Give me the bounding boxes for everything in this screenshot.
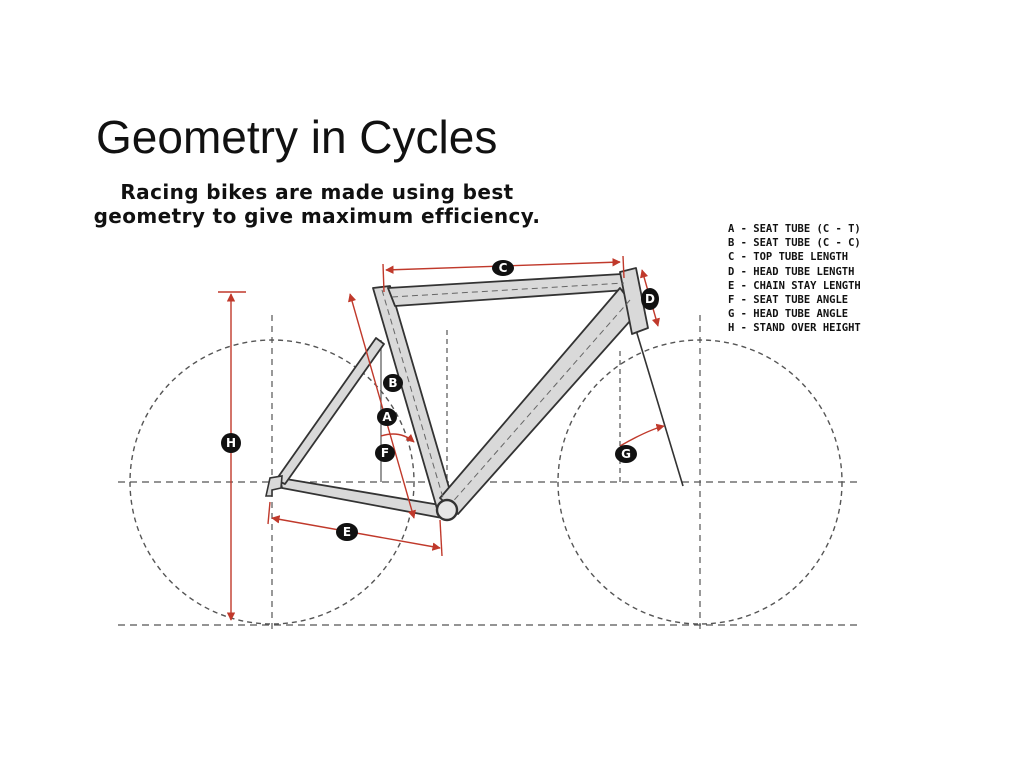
top-tube-centerline — [391, 282, 625, 298]
bottom-bracket — [435, 498, 459, 522]
marker-g: G — [615, 445, 637, 463]
marker-c-label: C — [499, 261, 508, 275]
marker-f-label: F — [381, 446, 389, 460]
marker-c: C — [492, 260, 514, 276]
marker-b: B — [383, 374, 403, 392]
dim-seat-tube — [348, 293, 416, 519]
legend-item-head-tube-length: D - HEAD TUBE LENGTH — [728, 265, 855, 278]
fork — [635, 329, 684, 487]
dim-chain-stay-ext-front — [439, 519, 443, 557]
seat-stay — [275, 337, 385, 485]
legend-item-top-tube-length: C - TOP TUBE LENGTH — [728, 251, 849, 264]
marker-h-label: H — [226, 436, 236, 450]
marker-f: F — [375, 444, 395, 462]
marker-b-label: B — [388, 376, 397, 390]
marker-d-label: D — [645, 292, 655, 306]
dim-head-angle-arc — [619, 423, 665, 447]
chain-stay — [279, 477, 447, 519]
dim-chain-stay-ext-rear — [267, 501, 271, 525]
legend-item-chain-stay-length: E - CHAIN STAY LENGTH — [728, 279, 861, 292]
dim-top-tube-ext-rear — [382, 263, 385, 293]
legend-item-seat-tube-angle: F - SEAT TUBE ANGLE — [728, 294, 849, 307]
marker-e-label: E — [343, 525, 351, 539]
geometry-legend: A - SEAT TUBE (C - T) B - SEAT TUBE (C -… — [728, 222, 861, 336]
rear-dropout — [265, 475, 283, 497]
marker-h: H — [221, 433, 241, 453]
dim-top-tube-ext-front — [622, 255, 625, 279]
down-tube-centerline — [448, 299, 631, 507]
marker-a-label: A — [382, 410, 392, 424]
slide-title: Geometry in Cycles — [96, 111, 498, 163]
marker-g-label: G — [621, 447, 631, 461]
down-tube — [439, 287, 639, 515]
subtitle-line-1: Racing bikes are made using best — [120, 180, 514, 204]
bike-frame — [275, 267, 649, 519]
legend-item-stand-over-height: H - STAND OVER HEIGHT — [728, 322, 861, 335]
marker-e: E — [336, 523, 358, 541]
subtitle-line-2: geometry to give maximum efficiency. — [93, 204, 541, 228]
slide-subtitle: Racing bikes are made using best geometr… — [52, 180, 582, 228]
dim-seat-angle-arc — [380, 433, 415, 443]
marker-d: D — [641, 288, 659, 310]
legend-item-seat-tube-ct: A - SEAT TUBE (C - T) — [728, 223, 861, 235]
legend-item-head-tube-angle: G - HEAD TUBE ANGLE — [728, 308, 849, 321]
marker-a: A — [377, 408, 397, 426]
legend-item-seat-tube-cc: B - SEAT TUBE (C - C) — [728, 237, 861, 250]
